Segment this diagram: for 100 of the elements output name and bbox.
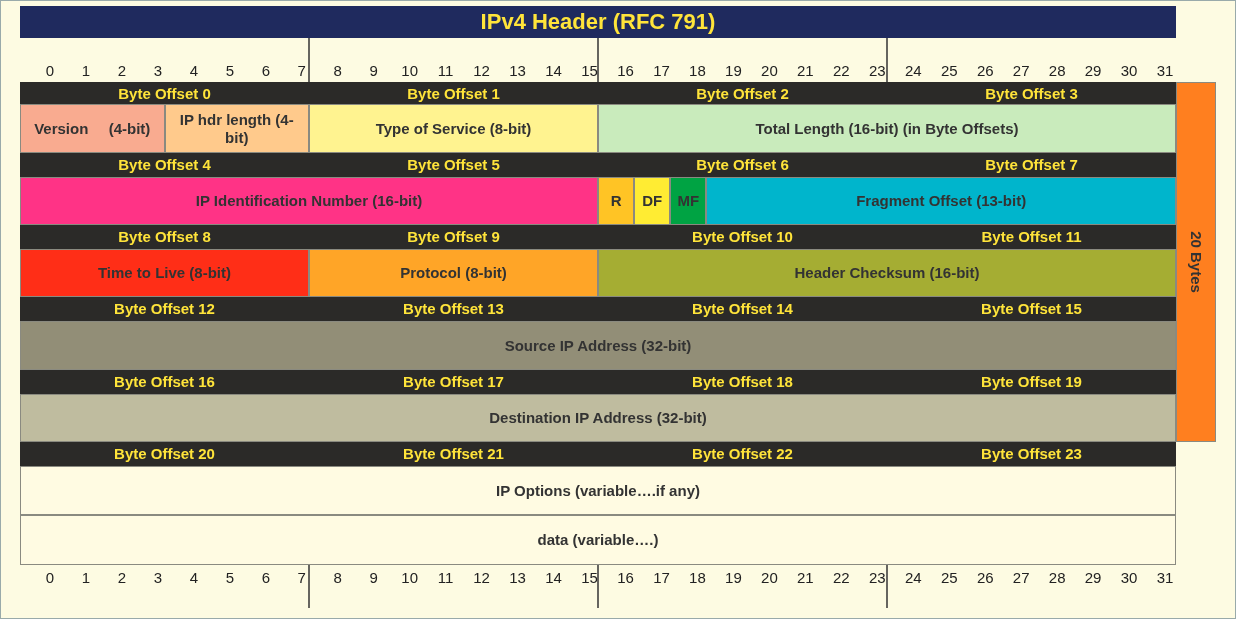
field-label: data (variable….) bbox=[537, 531, 659, 549]
byte-offset-label: Byte Offset 7 bbox=[985, 156, 1078, 173]
bit-number: 3 bbox=[153, 62, 163, 79]
field-label: Time to Live (8-bit) bbox=[97, 264, 232, 282]
bit-number: 31 bbox=[1156, 62, 1174, 79]
bit-number: 2 bbox=[117, 62, 127, 79]
bit-number: 6 bbox=[261, 62, 270, 79]
field-label: Protocol (8-bit) bbox=[400, 264, 507, 282]
header-field bbox=[309, 249, 598, 297]
header-field bbox=[20, 394, 1176, 442]
bit-number: 0 bbox=[45, 569, 55, 586]
header-field bbox=[706, 177, 1176, 225]
title-banner: IPv4 Header (RFC 791) bbox=[20, 6, 1176, 38]
bit-number: 3 bbox=[153, 569, 163, 586]
bit-number: 11 bbox=[437, 569, 454, 586]
field-label: Fragment Offset (13-bit) bbox=[856, 192, 1027, 210]
bit-number: 21 bbox=[797, 62, 814, 79]
byte-offset-label: Byte Offset 18 bbox=[692, 373, 793, 390]
bit-number: 12 bbox=[473, 569, 490, 586]
bit-number: 17 bbox=[653, 62, 670, 79]
byte-offset-label: Byte Offset 3 bbox=[985, 85, 1078, 102]
bit-number: 1 bbox=[81, 569, 91, 586]
header-field bbox=[20, 466, 1176, 515]
byte-offset-label: Byte Offset 2 bbox=[696, 85, 789, 102]
bit-number: 4 bbox=[189, 62, 199, 79]
bit-number: 18 bbox=[689, 569, 706, 586]
field-label: Total Length (16-bit) (in Byte Offsets) bbox=[755, 119, 1019, 138]
header-field bbox=[20, 515, 1176, 565]
byte-offset-label: Byte Offset 4 bbox=[118, 156, 211, 173]
byte-offset-label: Byte Offset 0 bbox=[118, 85, 211, 102]
field-label: Source IP Address (32-bit) bbox=[504, 336, 692, 355]
bit-number: 24 bbox=[904, 62, 922, 79]
byte-offset-label: Byte Offset 22 bbox=[692, 445, 793, 462]
bit-number: 16 bbox=[617, 569, 634, 586]
bit-number: 24 bbox=[904, 569, 922, 586]
field-label: R bbox=[610, 192, 622, 210]
bit-number: 0 bbox=[45, 62, 55, 79]
bit-number: 5 bbox=[225, 62, 234, 79]
field-label: MF bbox=[677, 192, 700, 210]
bit-number: 1 bbox=[81, 62, 91, 79]
bit-number: 22 bbox=[833, 569, 850, 586]
byte-offset-label: Byte Offset 6 bbox=[696, 156, 789, 173]
byte-offset-label: Byte Offset 17 bbox=[403, 373, 504, 390]
byte-offset-label: Byte Offset 9 bbox=[407, 228, 500, 245]
field-label: Header Checksum (16-bit) bbox=[794, 264, 980, 282]
bit-number: 9 bbox=[369, 62, 378, 79]
byte-offset-label: Byte Offset 10 bbox=[692, 228, 793, 245]
byte-offset-label: Byte Offset 19 bbox=[981, 373, 1082, 390]
bit-number: 28 bbox=[1048, 62, 1066, 79]
header-field bbox=[164, 104, 309, 153]
byte-offset-label: Byte Offset 14 bbox=[692, 300, 793, 317]
bit-number: 18 bbox=[689, 62, 706, 79]
header-field bbox=[20, 249, 309, 297]
byte-offset-label: Byte Offset 20 bbox=[114, 445, 215, 462]
field-label: Version bbox=[34, 119, 89, 138]
byte-offset-label: Byte Offset 5 bbox=[407, 156, 500, 173]
header-field bbox=[309, 104, 598, 153]
header-field bbox=[598, 249, 1176, 297]
bit-number: 12 bbox=[473, 62, 490, 79]
byte-offset-label: Byte Offset 11 bbox=[981, 228, 1082, 245]
bit-number: 16 bbox=[617, 62, 634, 79]
header-field bbox=[20, 104, 165, 153]
bit-number: 21 bbox=[797, 569, 814, 586]
bit-number: 11 bbox=[437, 62, 454, 79]
field-label: DF bbox=[642, 192, 663, 210]
field-label: Destination IP Address (32-bit) bbox=[489, 409, 707, 427]
byte-offset-label: Byte Offset 23 bbox=[981, 445, 1082, 462]
bit-number: 29 bbox=[1084, 569, 1102, 586]
bit-number: 10 bbox=[401, 569, 419, 586]
bit-number: 4 bbox=[189, 569, 199, 586]
header-size-bar bbox=[1176, 82, 1216, 442]
byte-offset-label: Byte Offset 12 bbox=[114, 300, 215, 317]
bit-number: 8 bbox=[333, 569, 342, 586]
field-label: (4-bit) bbox=[108, 119, 151, 138]
bit-number: 27 bbox=[1012, 62, 1030, 79]
bit-number: 22 bbox=[833, 62, 850, 79]
bit-number: 19 bbox=[725, 569, 742, 586]
bit-number: 19 bbox=[725, 62, 742, 79]
bit-number: 25 bbox=[940, 569, 958, 586]
field-label: Type of Service (8-bit) bbox=[375, 119, 532, 138]
header-field bbox=[670, 177, 707, 225]
bit-number: 27 bbox=[1012, 569, 1030, 586]
bit-number: 25 bbox=[940, 62, 958, 79]
bit-number: 6 bbox=[261, 569, 270, 586]
header-field bbox=[634, 177, 671, 225]
bit-number: 28 bbox=[1048, 569, 1066, 586]
bit-number: 29 bbox=[1084, 62, 1102, 79]
header-field bbox=[20, 321, 1176, 370]
bit-number: 30 bbox=[1120, 569, 1138, 586]
bit-number: 20 bbox=[761, 569, 778, 586]
bit-number: 14 bbox=[545, 62, 562, 79]
byte-offset-label: Byte Offset 8 bbox=[118, 228, 211, 245]
bit-number: 14 bbox=[545, 569, 562, 586]
header-field bbox=[20, 177, 598, 225]
bit-number: 30 bbox=[1120, 62, 1138, 79]
bit-number: 9 bbox=[369, 569, 378, 586]
bit-number: 8 bbox=[333, 62, 342, 79]
bit-number: 23 bbox=[868, 569, 886, 586]
header-field bbox=[598, 177, 635, 225]
bit-number: 26 bbox=[976, 569, 994, 586]
